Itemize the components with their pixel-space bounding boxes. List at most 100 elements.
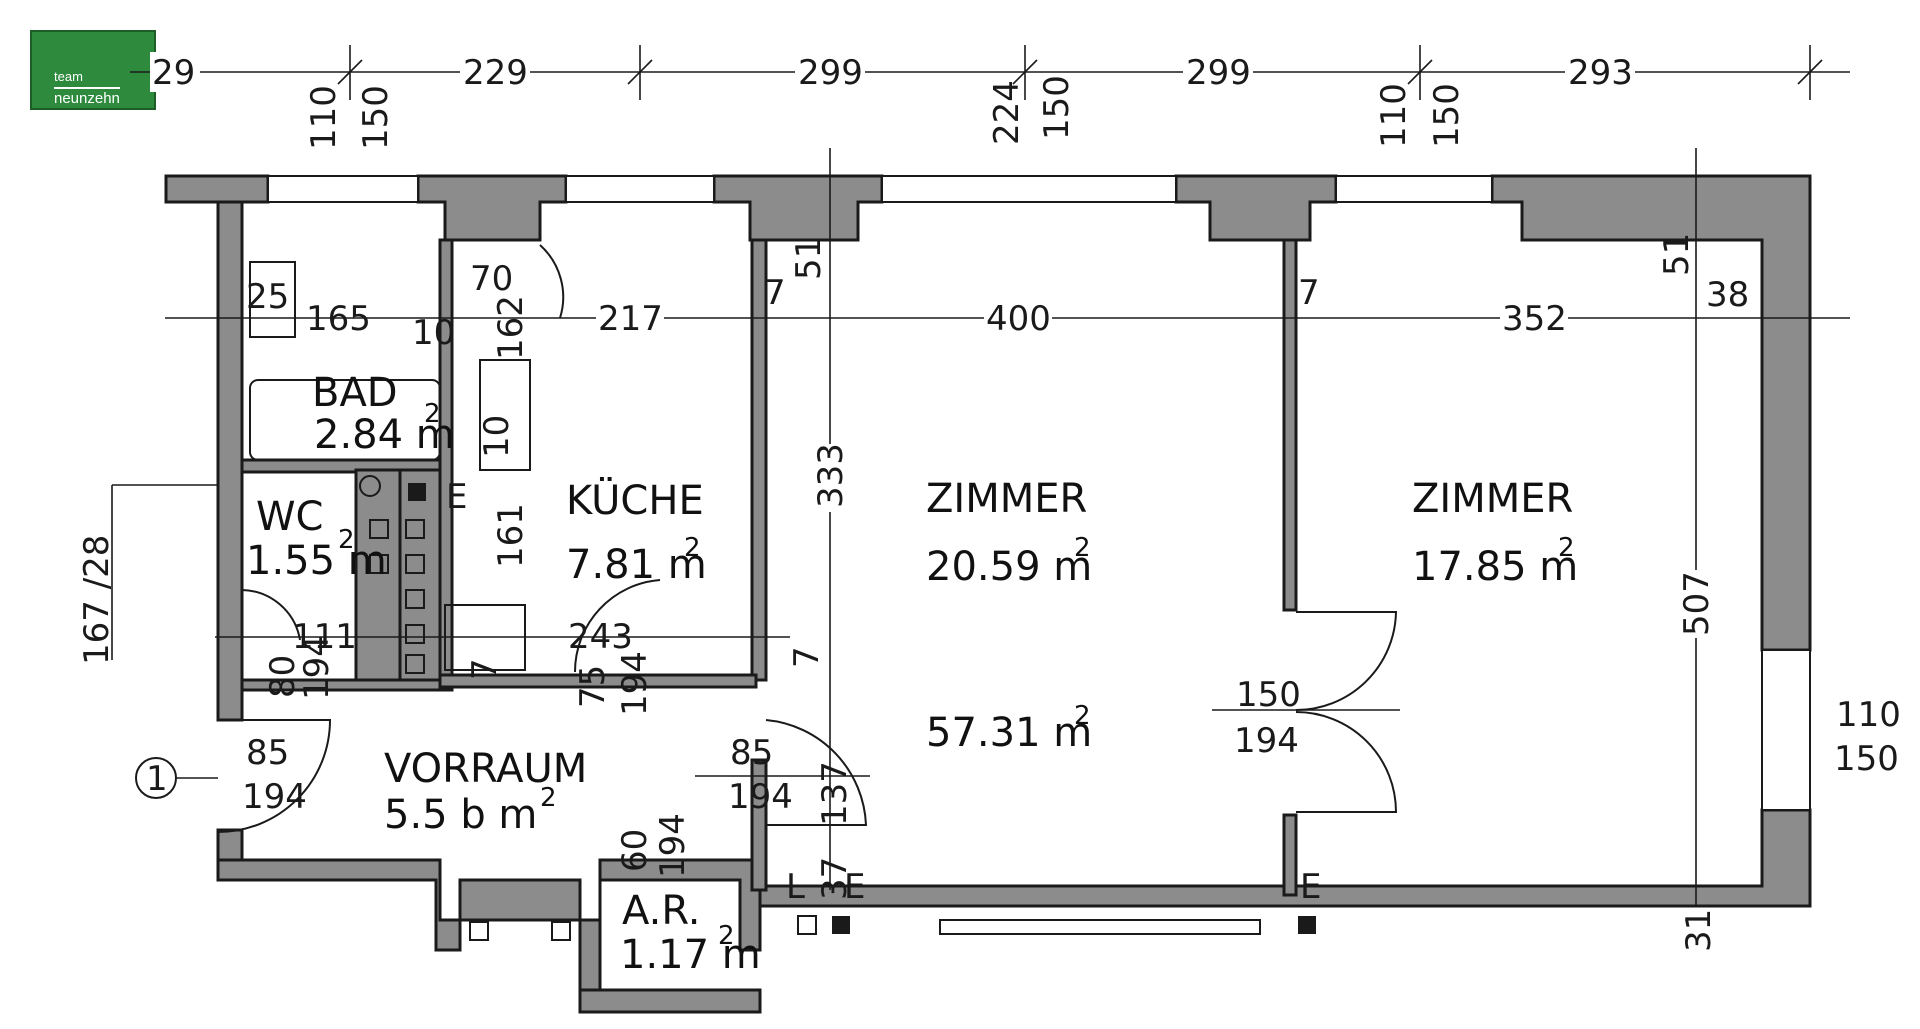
win2-150: 150 [1037,75,1077,140]
total-area: 57.31 m [926,710,1092,756]
marker-e-wc: E [446,477,467,517]
vent-e-zimmer2 [1298,916,1316,934]
door-entry-194: 194 [242,777,307,817]
room-bad-name: BAD [312,370,398,416]
room-zimmer1-area: 20.59 m [926,544,1092,590]
logo-text-neunzehn: neunzehn [54,87,120,107]
dim-51a: 51 [789,237,829,280]
room-wc-name: WC [256,494,323,540]
dim-333: 333 [811,443,851,508]
dim-38: 38 [1706,275,1749,315]
shaft-7 [405,654,425,674]
dim-165: 165 [306,299,371,339]
dim-7a: 7 [764,273,786,313]
windows [267,175,1811,935]
room-zimmer1-sup: 2 [1074,533,1091,563]
dim-top-299-b: 299 [1186,53,1251,93]
shaft-2 [369,554,389,574]
fixtures [249,261,1316,941]
right-window-150: 150 [1834,739,1899,779]
room-vorraum-sup: 2 [540,783,557,813]
room-ar-sup: 2 [718,921,735,951]
room-wc-area: 1.55 m [246,538,387,584]
dim-162: 162 [491,295,531,360]
dim-51b: 51 [1657,233,1697,276]
door-kueche-194: 194 [615,651,655,716]
door-wc-80: 80 [263,655,303,698]
room-bad-area: 2.84 m [314,412,455,458]
dim-161: 161 [491,503,531,568]
logo-text-team: team [54,69,83,84]
room-zimmer2-name: ZIMMER [1412,476,1573,522]
marker-e-zimmer2: E [1300,867,1321,907]
win3-110: 110 [1374,83,1414,148]
room-zimmer1-name: ZIMMER [926,476,1087,522]
dim-7d: 7 [787,646,827,668]
company-logo: team neunzehn [30,30,156,110]
vent-a [469,921,489,941]
dim-25: 25 [246,277,289,317]
room-kueche-area: 7.81 m [566,542,707,588]
room-kueche-sup: 2 [684,533,701,563]
room-kueche-name: KÜCHE [566,476,704,524]
shaft-3 [405,519,425,539]
sink [444,604,526,671]
door-wc-194: 194 [297,635,337,700]
vent-c [797,915,817,935]
door-dim-labels: 80 194 75 194 85 194 85 194 137 60 194 1… [242,635,1901,878]
door-zimmer2-150: 150 [1236,675,1301,715]
door-ar-194: 194 [653,813,693,878]
dim-top-293: 293 [1568,53,1633,93]
door-zimmer2-194: 194 [1234,721,1299,761]
door-swings [217,244,1398,833]
dim-top-229: 229 [463,53,528,93]
dim-7b: 7 [1298,273,1320,313]
win1-150: 150 [356,85,396,150]
door-137: 137 [815,761,855,826]
win2-224: 224 [987,80,1027,145]
dim-507: 507 [1677,571,1717,636]
top-dimension-chain: 29 229 299 299 293 [130,45,1850,100]
win3-150: 150 [1427,83,1467,148]
dim-top-299-a: 299 [798,53,863,93]
interior-dim-labels: 25 165 70 10 217 162 10 7 51 400 7 352 5… [246,233,1749,952]
dim-7c: 7 [465,658,505,680]
room-bad-sup: 2 [424,399,441,429]
shaft-5 [405,589,425,609]
total-area-sup: 2 [1074,701,1091,731]
right-window-110: 110 [1836,695,1901,735]
win1-110: 110 [304,85,344,150]
dim-37: 37 [815,857,855,900]
dim-243: 243 [568,617,633,657]
shaft-1 [369,519,389,539]
toilet [359,475,381,497]
door-ar-60: 60 [615,829,655,872]
room-ar-name: A.R. [622,888,700,934]
room-wc-sup: 2 [338,525,355,555]
shaft-4 [405,554,425,574]
stove [479,359,531,471]
dim-352: 352 [1502,299,1567,339]
washbasin [249,261,296,338]
entrance-marker-label: 1 [146,759,168,799]
shaft-6 [405,624,425,644]
vent-e-zimmer [832,916,850,934]
door-zimmer-85: 85 [730,733,773,773]
dim-10b: 10 [477,415,517,458]
dim-10: 10 [412,313,455,353]
door-zimmer-194: 194 [728,777,793,817]
room-vorraum-area: 5.5 b m [384,792,537,838]
dim-217: 217 [598,299,663,339]
dim-111: 111 [292,617,357,657]
dim-31: 31 [1679,909,1719,952]
vent-e-wc [408,483,426,501]
marker-e-zimmer: E [844,867,865,907]
marker-l: L [786,867,805,907]
room-zimmer2-sup: 2 [1558,533,1575,563]
room-zimmer2-area: 17.85 m [1412,544,1578,590]
door-kueche-75: 75 [573,665,613,708]
walls [164,174,1812,1014]
room-labels: BAD 2.84 m 2 WC 1.55 m 2 KÜCHE 7.81 m 2 … [246,370,1578,978]
door-entry-85: 85 [246,733,289,773]
